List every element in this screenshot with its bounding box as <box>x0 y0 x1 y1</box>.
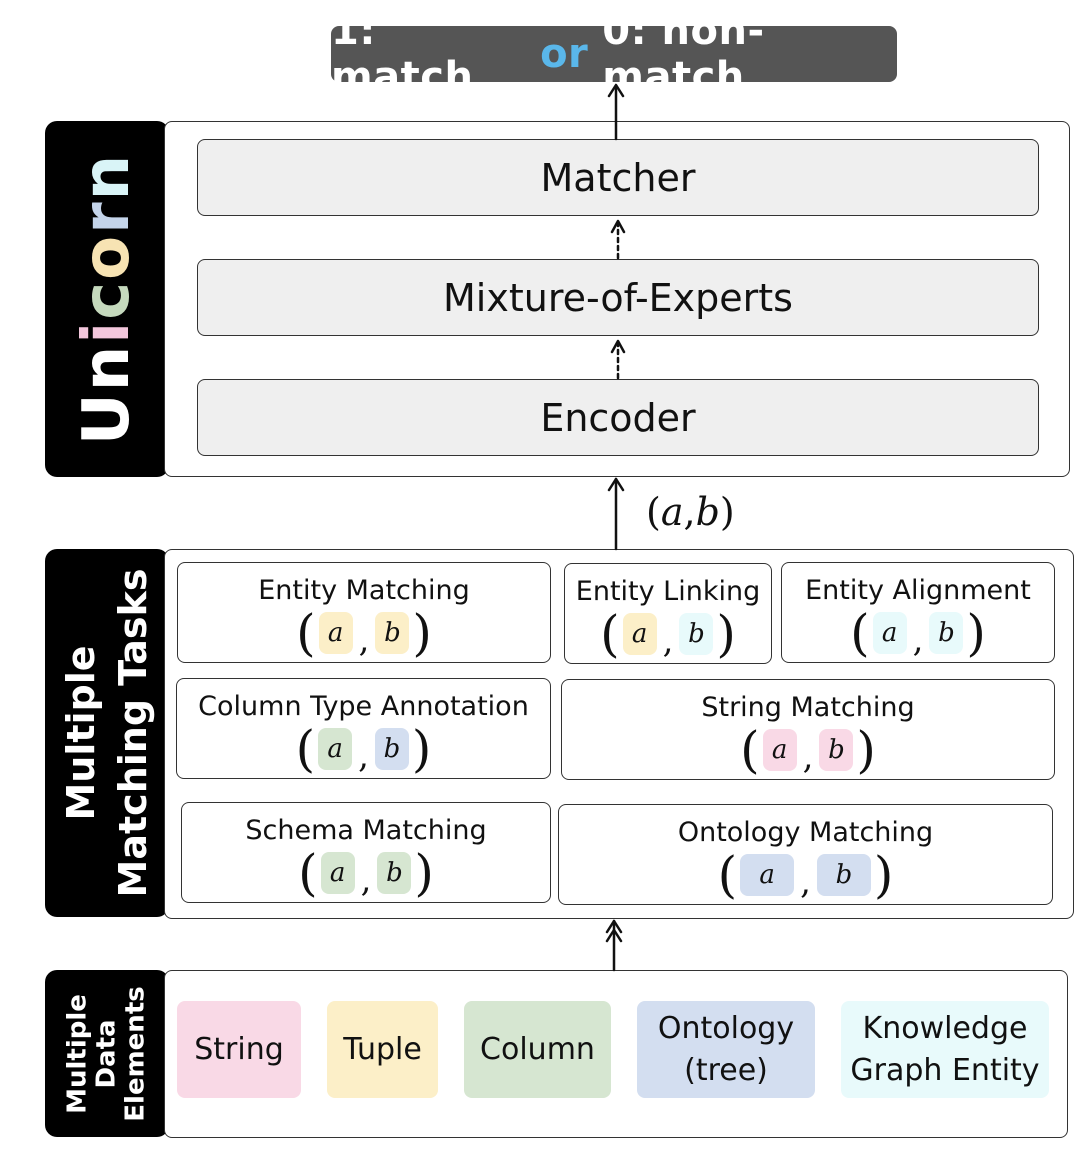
element-b-column: b <box>377 852 412 894</box>
task-name: Ontology Matching <box>677 817 934 848</box>
element-pair: ( a , b ) <box>600 605 736 663</box>
element-b-string: b <box>819 729 854 771</box>
element-a-string: a <box>762 729 797 771</box>
task-entity-matching: Entity Matching ( a , b ) <box>177 562 551 663</box>
pair-label: (a,b) <box>646 490 735 534</box>
arrow-head <box>607 477 625 492</box>
element-pair: ( a , b ) <box>298 844 434 902</box>
element-a-ontology: a <box>740 854 795 896</box>
task-name: Entity Alignment <box>805 575 1031 606</box>
element-b-ontology: b <box>816 854 871 896</box>
task-schema-matching: Schema Matching ( a , b ) <box>181 802 551 903</box>
task-entity-alignment: Entity Alignment ( a , b ) <box>781 562 1055 663</box>
arrow-head <box>610 219 626 234</box>
encoder-module: Encoder <box>197 379 1039 456</box>
element-pair: ( a , b ) <box>850 604 986 662</box>
element-pair: ( a , b ) <box>740 721 876 779</box>
task-column-type-annotation: Column Type Annotation ( a , b ) <box>176 678 551 779</box>
data-element-kg-entity: Knowledge Graph Entity <box>841 1001 1049 1098</box>
arrow-head <box>605 919 623 934</box>
or-label: or <box>540 31 589 77</box>
arrow-head <box>610 339 626 354</box>
element-b-kg-entity: b <box>679 613 714 655</box>
task-name: Column Type Annotation <box>198 691 529 722</box>
tasks-side-label: Multiple Matching Tasks <box>45 549 169 917</box>
task-string-matching: String Matching ( a , b ) <box>561 679 1055 780</box>
data-element-ontology: Ontology (tree) <box>637 1001 815 1098</box>
data-element-column: Column <box>464 1001 611 1098</box>
output-banner: 1: match or 0: non-match <box>331 8 897 100</box>
data-elements-side-label: Multiple Data Elements <box>45 970 169 1137</box>
task-name: String Matching <box>701 692 915 723</box>
element-a-tuple: a <box>622 613 657 655</box>
element-pair: ( a , b ) <box>295 720 432 778</box>
element-b-tuple: b <box>375 612 410 654</box>
mixture-of-experts-module: Mixture-of-Experts <box>197 259 1039 336</box>
task-name: Schema Matching <box>245 815 487 846</box>
task-name: Entity Matching <box>258 575 470 606</box>
element-pair: ( a , b ) <box>296 604 432 662</box>
match-label: 1: match <box>331 8 474 100</box>
nonmatch-label: 0: non-match <box>602 8 765 100</box>
element-b-kg-entity: b <box>929 612 964 654</box>
element-a-column: a <box>320 852 355 894</box>
task-ontology-matching: Ontology Matching ( a , b ) <box>558 804 1053 905</box>
element-a-kg-entity: a <box>872 612 907 654</box>
data-element-tuple: Tuple <box>327 1001 438 1098</box>
matcher-module: Matcher <box>197 139 1039 216</box>
data-element-string: String <box>177 1001 301 1098</box>
unicorn-side-label: Unicorn <box>45 121 169 477</box>
arrow-head <box>607 83 625 98</box>
element-pair: ( a , b ) <box>717 846 894 904</box>
task-entity-linking: Entity Linking ( a , b ) <box>564 563 772 664</box>
task-name: Entity Linking <box>575 576 761 607</box>
element-b-ontology: b <box>374 728 409 770</box>
element-a-tuple: a <box>318 612 353 654</box>
arrow-head <box>605 928 623 943</box>
element-a-column: a <box>318 728 353 770</box>
